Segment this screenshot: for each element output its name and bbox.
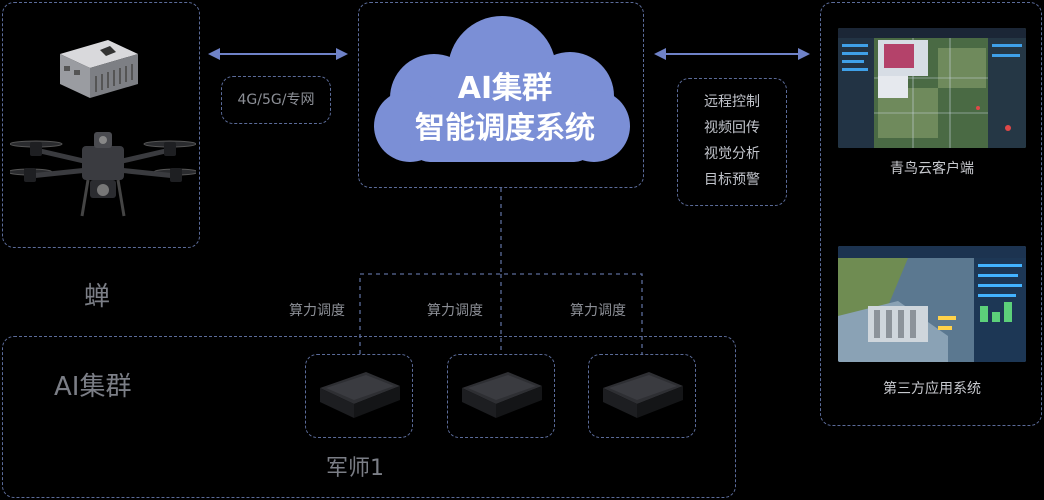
third-party-caption: 第三方应用系统 <box>883 381 981 397</box>
client-screenshot <box>838 28 1026 148</box>
network-tag-box <box>221 76 331 124</box>
schedule-label-1: 算力调度 <box>289 303 345 319</box>
device-panel <box>2 2 200 248</box>
functions-box <box>677 78 787 206</box>
edge-computer-image <box>60 40 138 98</box>
cluster-unit-1-box <box>305 354 413 438</box>
cluster-unit-2-box <box>447 354 555 438</box>
cluster-unit-3-box <box>588 354 696 438</box>
function-remote-control: 远程控制 <box>704 94 760 110</box>
cloud-subtitle: 智能调度系统 <box>415 111 595 146</box>
ai-cluster-title: AI集群 <box>54 372 132 402</box>
network-tag: 4G/5G/专网 <box>237 92 315 108</box>
link-arrow-right <box>654 48 810 60</box>
cloud-icon <box>374 16 630 162</box>
client-caption: 青鸟云客户端 <box>890 161 974 177</box>
cloud-panel <box>358 2 644 188</box>
server-unit-1-image <box>320 372 400 418</box>
ai-cluster-panel <box>2 336 736 498</box>
server-unit-3-image <box>603 372 683 418</box>
device-caption: 蝉 <box>84 282 111 312</box>
server-unit-2-image <box>462 372 542 418</box>
cluster-unit-1-label: 军师1 <box>326 456 384 481</box>
link-arrow-left <box>208 48 348 60</box>
third-party-screenshot <box>838 246 1026 362</box>
schedule-connector <box>359 188 643 354</box>
schedule-label-2: 算力调度 <box>427 303 483 319</box>
clients-panel <box>820 2 1042 426</box>
function-video-return: 视频回传 <box>704 120 760 136</box>
schedule-label-3: 算力调度 <box>570 303 626 319</box>
cloud-title: AI集群 <box>457 71 553 106</box>
drone-image <box>10 132 196 217</box>
function-target-alert: 目标预警 <box>704 172 760 188</box>
function-visual-analysis: 视觉分析 <box>704 146 760 162</box>
